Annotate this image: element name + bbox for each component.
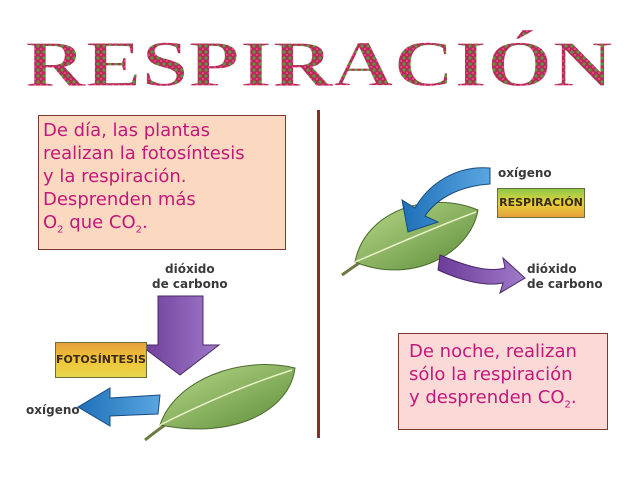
day-text-line-2: realizan la fotosíntesis [43, 143, 245, 164]
o2-subscript: 2 [57, 224, 64, 236]
right-co2-arrow-icon [437, 254, 526, 295]
day-text-line-1: De día, las plantas [43, 120, 211, 141]
left-oxygen-arrow-icon [77, 387, 161, 427]
right-co2-label-line-2: de carbono [527, 277, 603, 291]
right-oxygen-label: oxígeno [498, 166, 552, 180]
night-co2-subscript: 2 [564, 399, 571, 411]
left-co2-label: dióxido de carbono [152, 262, 228, 292]
night-description-box: De noche, realizan sólo la respiración y… [398, 333, 608, 430]
day-end-period: . [142, 212, 148, 233]
left-co2-label-line-1: dióxido [165, 262, 215, 276]
respiration-tag: RESPIRACIÓN [497, 188, 585, 218]
desprenden-co2-text: y desprenden CO [409, 387, 565, 408]
vertical-divider [317, 110, 320, 438]
o2-symbol: O [43, 212, 58, 233]
right-oxygen-arrow-icon [401, 167, 491, 233]
left-oxygen-label: oxígeno [26, 403, 80, 417]
right-leaf-icon [341, 201, 479, 277]
right-co2-label-line-1: dióxido [527, 262, 577, 276]
photosynthesis-tag: FOTOSÍNTESIS [55, 342, 147, 378]
day-text-line-5: O2 que CO2. [43, 211, 281, 242]
que-co2-text: que CO [63, 212, 136, 233]
night-end-period: . [570, 387, 577, 408]
left-co2-arrow-icon [138, 295, 221, 376]
co2-subscript: 2 [135, 224, 143, 236]
page-title-text: RESPIRACIÓN [25, 28, 613, 100]
night-text-line-3: y desprenden CO2. [409, 386, 597, 417]
left-leaf-icon [144, 364, 296, 442]
page-title: RESPIRACIÓN [0, 20, 638, 100]
day-text-line-4: Desprenden más [43, 189, 196, 210]
left-co2-label-line-2: de carbono [152, 277, 228, 291]
day-description-box: De día, las plantas realizan la fotosínt… [38, 115, 286, 250]
night-text-line-1: De noche, realizan [409, 341, 577, 362]
right-co2-label: dióxido de carbono [527, 262, 603, 292]
day-text-line-3: y la respiración. [43, 166, 187, 187]
night-text-line-2: sólo la respiración [409, 364, 573, 385]
